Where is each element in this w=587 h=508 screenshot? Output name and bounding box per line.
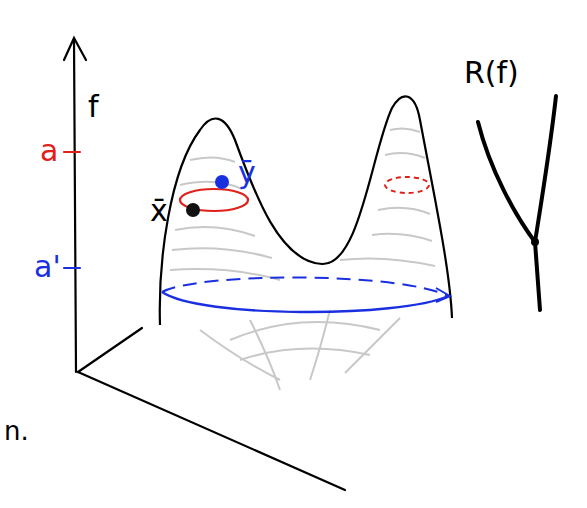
level-label: a' — [34, 252, 61, 282]
level-set-a-prime — [162, 292, 448, 312]
margin-text: n. — [4, 418, 29, 444]
graph-title: R(f) — [464, 58, 519, 88]
reeb-node — [531, 238, 539, 246]
reeb-graph — [478, 96, 556, 310]
axis-label: f — [88, 92, 99, 122]
level-set-arrowhead — [436, 288, 450, 302]
point-label: ȳ — [238, 158, 256, 188]
point-y — [215, 175, 229, 189]
point-label: x̄ — [150, 196, 168, 226]
coordinate-axes — [64, 38, 345, 490]
level-set-a-right — [385, 177, 429, 193]
level-label: a — [40, 136, 58, 166]
point-x — [186, 203, 200, 217]
level-set-a-prime-back — [162, 277, 448, 296]
surface-outline — [160, 96, 452, 325]
